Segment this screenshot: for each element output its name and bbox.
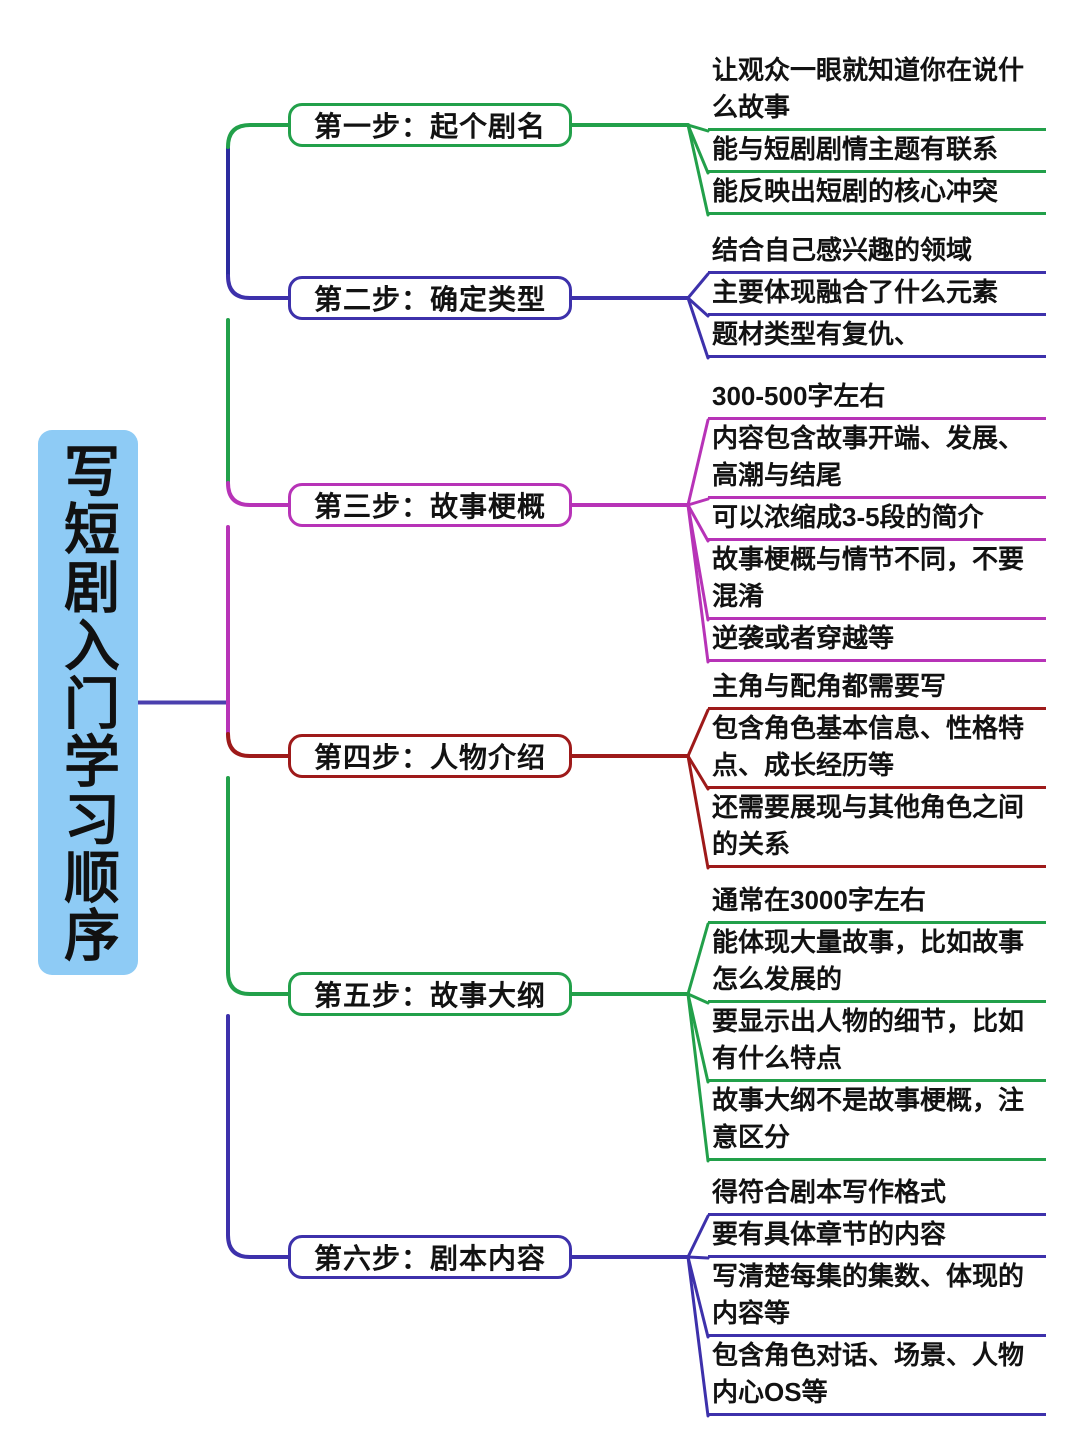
step-node-1[interactable]: 第一步：起个剧名 [288, 103, 572, 147]
leaf-item[interactable]: 能体现大量故事，比如故事怎么发展的 [708, 924, 1046, 1003]
leaf-item[interactable]: 要显示出人物的细节，比如有什么特点 [708, 1003, 1046, 1082]
step-node-label: 第三步：故事梗概 [313, 491, 546, 522]
leaf-item-label: 让观众一眼就知道你在说什么故事 [712, 55, 1025, 122]
leaf-item-label: 能体现大量故事，比如故事怎么发展的 [712, 927, 1025, 994]
leaf-item-label: 通常在3000字左右 [712, 885, 926, 915]
leaf-item[interactable]: 通常在3000字左右 [708, 882, 1046, 924]
leaf-item-label: 故事大纲不是故事梗概，注意区分 [712, 1085, 1025, 1152]
step-node-5[interactable]: 第五步：故事大纲 [288, 972, 572, 1016]
step-node-2[interactable]: 第二步：确定类型 [288, 276, 572, 320]
step-node-label: 第二步：确定类型 [313, 284, 546, 315]
leaf-item[interactable]: 结合自己感兴趣的领域 [708, 232, 1046, 274]
leaf-item-label: 包含角色对话、场景、人物内心OS等 [712, 1340, 1025, 1407]
leaf-item[interactable]: 能与短剧剧情主题有联系 [708, 131, 1046, 173]
leaf-item[interactable]: 还需要展现与其他角色之间的关系 [708, 789, 1046, 868]
leaf-item[interactable]: 写清楚每集的集数、体现的内容等 [708, 1258, 1046, 1337]
step-node-label: 第六步：剧本内容 [313, 1243, 546, 1274]
leaf-item-label: 结合自己感兴趣的领域 [712, 235, 973, 265]
step-node-3[interactable]: 第三步：故事梗概 [288, 483, 572, 527]
leaf-item[interactable]: 故事梗概与情节不同，不要混淆 [708, 541, 1046, 620]
leaf-item-label: 得符合剧本写作格式 [712, 1177, 947, 1207]
leaf-item-label: 可以浓缩成3-5段的简介 [712, 502, 984, 532]
leaf-item-label: 故事梗概与情节不同，不要混淆 [712, 544, 1025, 611]
leaf-item-label: 题材类型有复仇、 [712, 319, 921, 349]
leaf-item-label: 内容包含故事开端、发展、高潮与结尾 [712, 423, 1025, 490]
leaf-item[interactable]: 题材类型有复仇、 [708, 316, 1046, 358]
leaf-item[interactable]: 包含角色对话、场景、人物内心OS等 [708, 1337, 1046, 1416]
leaf-item[interactable]: 能反映出短剧的核心冲突 [708, 173, 1046, 215]
leaf-item-label: 主要体现融合了什么元素 [712, 277, 999, 307]
step-node-6[interactable]: 第六步：剧本内容 [288, 1235, 572, 1279]
root-node[interactable]: 写短剧入门学习顺序 [38, 430, 138, 975]
step-node-label: 第五步：故事大纲 [313, 980, 546, 1011]
leaf-item-label: 主角与配角都需要写 [712, 671, 947, 701]
leaf-item-label: 要有具体章节的内容 [712, 1219, 947, 1249]
leaf-item[interactable]: 包含角色基本信息、性格特点、成长经历等 [708, 710, 1046, 789]
leaf-item[interactable]: 逆袭或者穿越等 [708, 620, 1046, 662]
leaf-item[interactable]: 故事大纲不是故事梗概，注意区分 [708, 1082, 1046, 1161]
leaf-item[interactable]: 主要体现融合了什么元素 [708, 274, 1046, 316]
leaf-item-label: 要显示出人物的细节，比如有什么特点 [712, 1006, 1025, 1073]
leaf-item[interactable]: 让观众一眼就知道你在说什么故事 [708, 52, 1046, 131]
step-node-label: 第四步：人物介绍 [313, 742, 546, 773]
leaf-item-label: 能与短剧剧情主题有联系 [712, 134, 999, 164]
leaf-item[interactable]: 300-500字左右 [708, 378, 1046, 420]
leaf-item[interactable]: 要有具体章节的内容 [708, 1216, 1046, 1258]
leaf-item-label: 写清楚每集的集数、体现的内容等 [712, 1261, 1025, 1328]
leaf-item-label: 还需要展现与其他角色之间的关系 [712, 792, 1025, 859]
leaf-item[interactable]: 可以浓缩成3-5段的简介 [708, 499, 1046, 541]
step-node-4[interactable]: 第四步：人物介绍 [288, 734, 572, 778]
leaf-item[interactable]: 得符合剧本写作格式 [708, 1174, 1046, 1216]
leaf-item-label: 能反映出短剧的核心冲突 [712, 176, 999, 206]
leaf-item[interactable]: 内容包含故事开端、发展、高潮与结尾 [708, 420, 1046, 499]
step-node-label: 第一步：起个剧名 [313, 111, 546, 142]
leaf-item-label: 逆袭或者穿越等 [712, 623, 895, 653]
root-node-label: 写短剧入门学习顺序 [56, 441, 120, 964]
leaf-item-label: 包含角色基本信息、性格特点、成长经历等 [712, 713, 1025, 780]
leaf-item[interactable]: 主角与配角都需要写 [708, 668, 1046, 710]
leaf-item-label: 300-500字左右 [712, 381, 886, 411]
